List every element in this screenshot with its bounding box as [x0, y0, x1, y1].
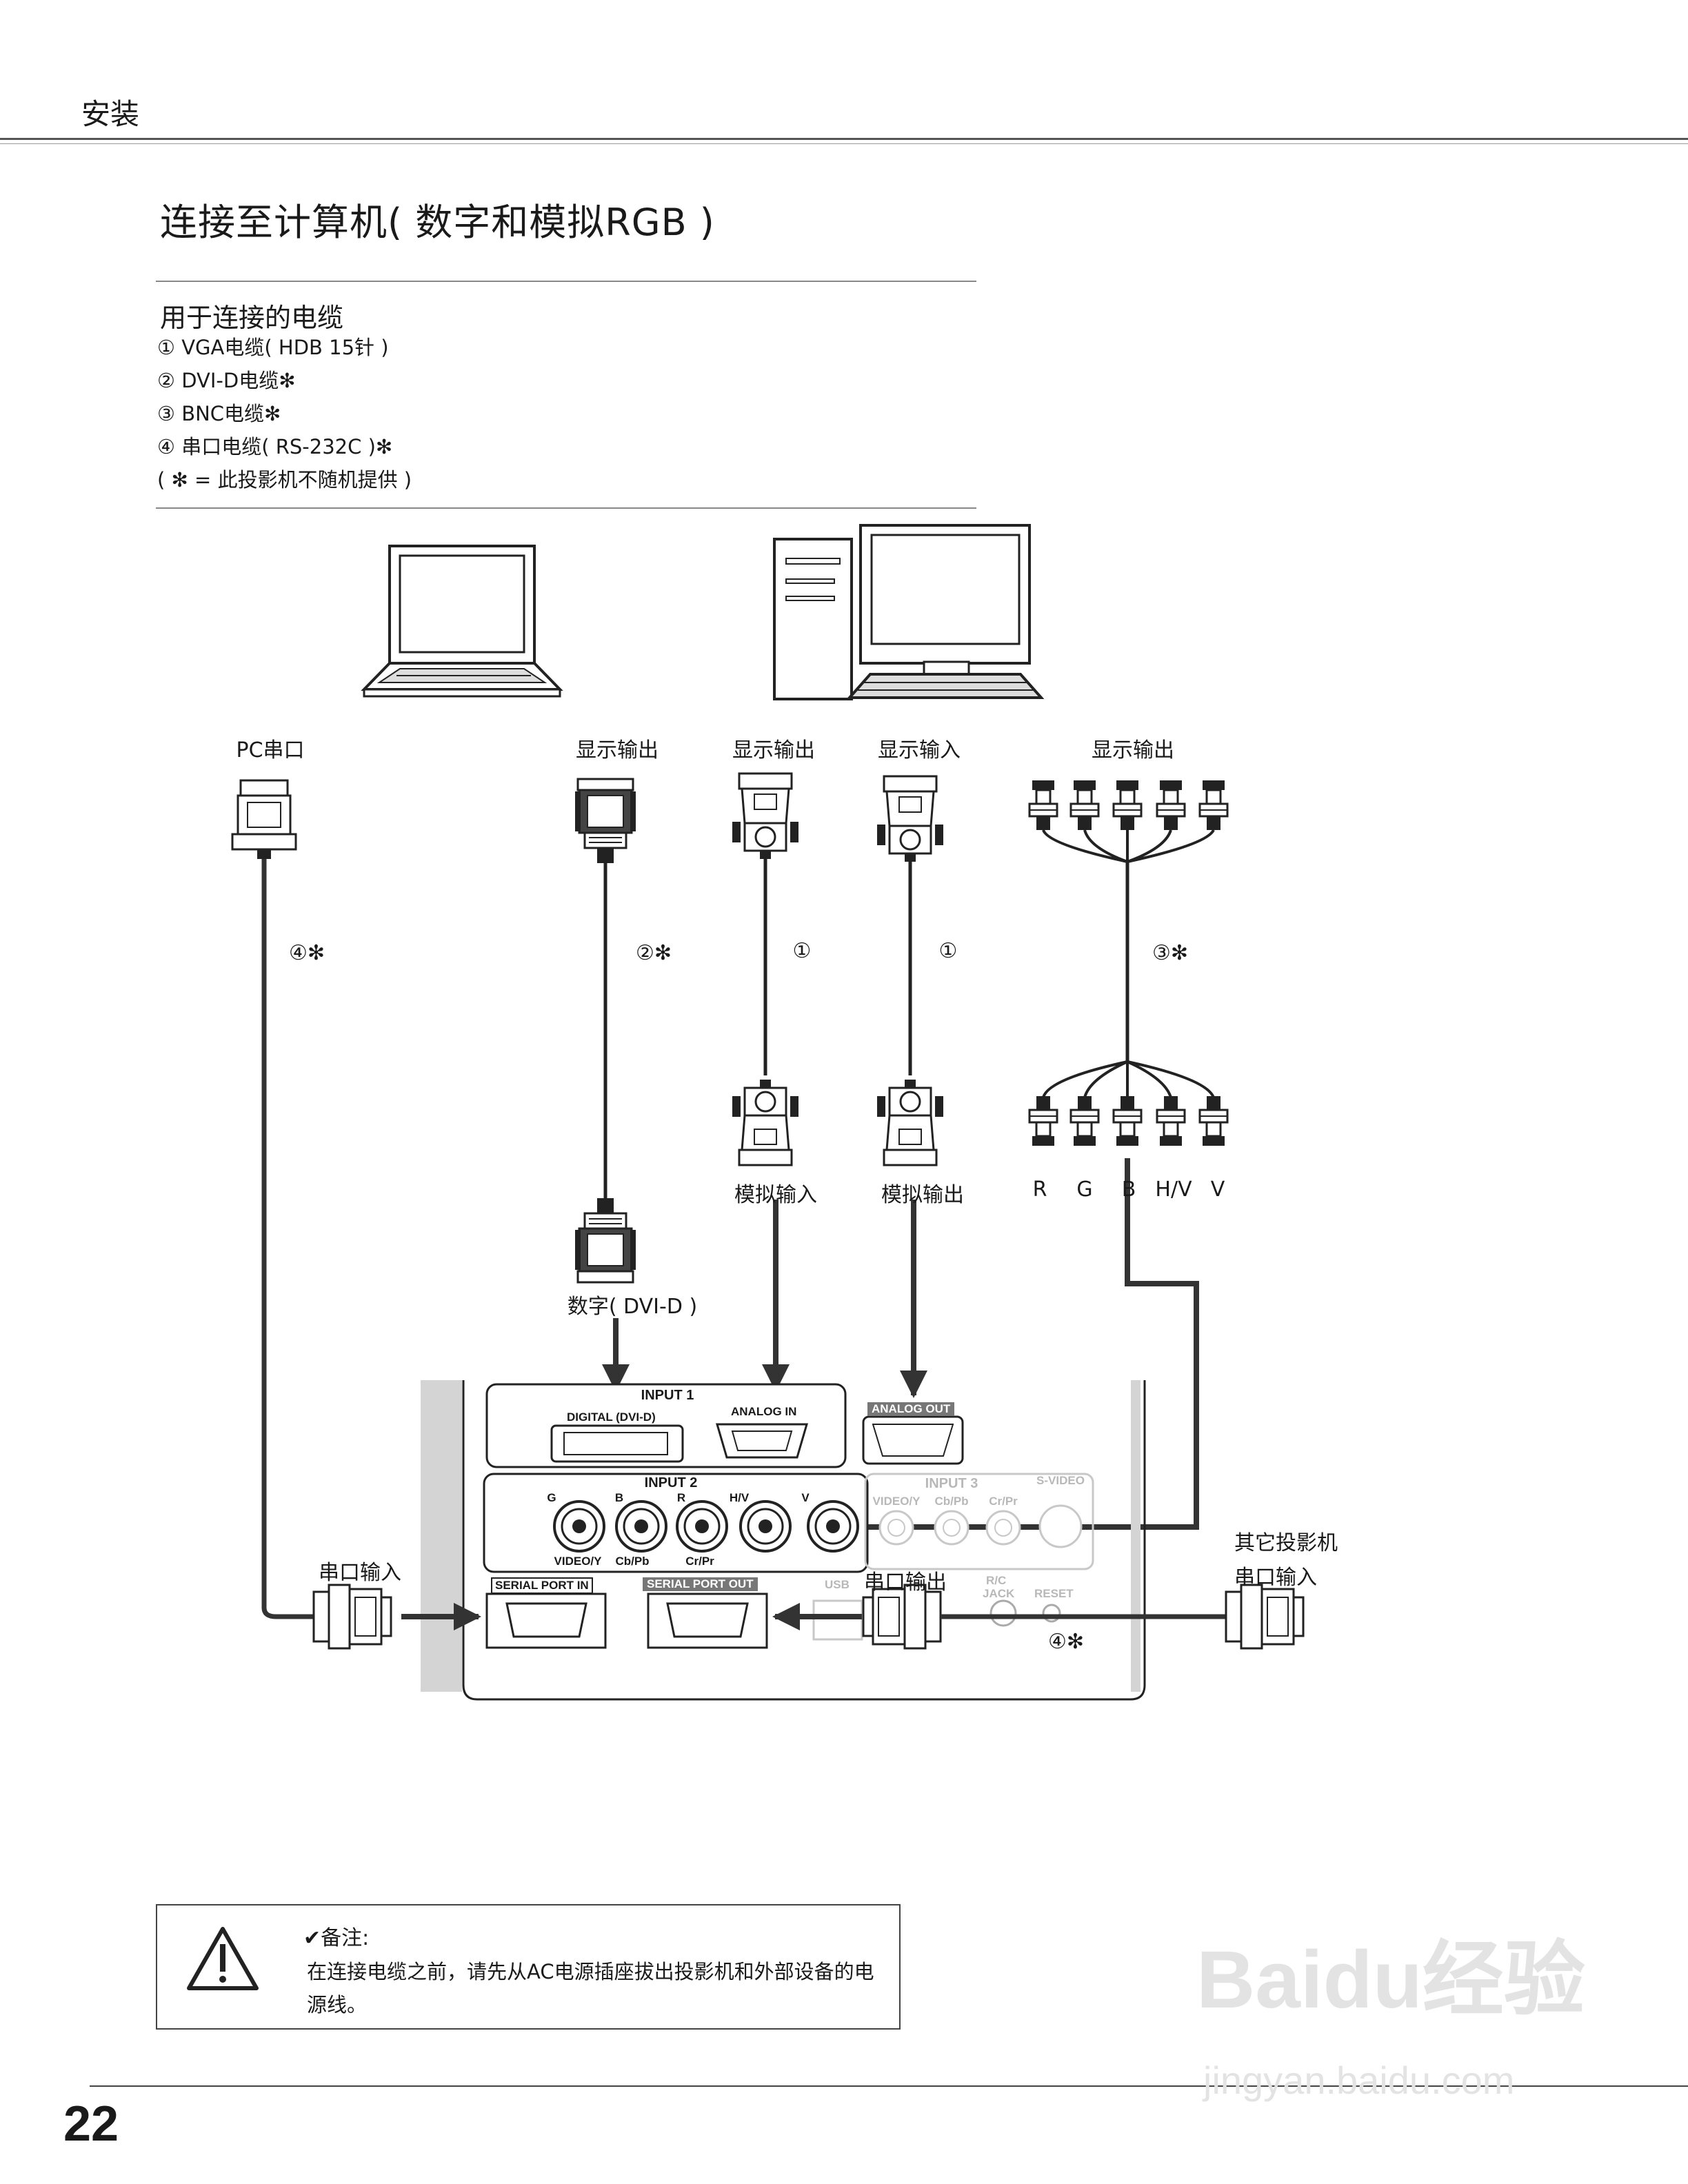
label-other-projector-serial-in: 串口输入	[1234, 1566, 1317, 1590]
other-projector-plug	[1225, 1584, 1305, 1650]
label-digital: 数字( DVI-D )	[567, 1295, 698, 1319]
label-serial-in: 串口输入	[319, 1561, 401, 1585]
serial-out-plug	[862, 1584, 942, 1650]
label-analog-out: 模拟输出	[881, 1183, 964, 1207]
panel-rc: R/C	[986, 1574, 1007, 1587]
panel-s-video: S-VIDEO	[1036, 1474, 1085, 1487]
bnc-label: R	[1032, 1177, 1047, 1202]
serial-cable	[261, 859, 324, 1619]
bnc-label: V	[1210, 1177, 1225, 1202]
panel-jack-label: G	[547, 1491, 556, 1504]
panel-analog-in: ANALOG IN	[731, 1405, 797, 1418]
vga-connector-analog-in	[731, 1078, 800, 1166]
panel-serial-out: SERIAL PORT OUT	[643, 1577, 758, 1591]
vga-connector-display-out	[731, 772, 800, 860]
panel-jack-label: Cb/Pb	[934, 1495, 969, 1508]
panel-jack-label: VIDEO/Y	[872, 1495, 921, 1508]
bnc-route	[835, 1158, 1199, 1541]
panel-jack-label: R	[676, 1491, 686, 1504]
laptop-icon	[361, 545, 563, 698]
panel-jack-label: Cr/Pr	[685, 1555, 714, 1568]
panel-input1: INPUT 1	[641, 1388, 694, 1403]
cable-note: ( ✻ = 此投影机不随机提供 )	[157, 468, 412, 492]
label-pc-serial: PC串口	[236, 738, 305, 762]
panel-analog-out: ANALOG OUT	[867, 1402, 955, 1416]
header-rule-thin	[0, 143, 1688, 144]
bnc-label: B	[1121, 1177, 1136, 1202]
vga-connector-analog-out	[876, 1078, 945, 1166]
pc-serial-connector	[231, 779, 297, 859]
serial-in-plug	[312, 1584, 392, 1650]
bnc-label: G	[1076, 1177, 1093, 1202]
panel-jack-label: Cr/Pr	[989, 1495, 1018, 1508]
panel-jack-label: H/V	[729, 1491, 750, 1504]
panel-digital-dvi: DIGITAL (DVI-D)	[567, 1410, 656, 1424]
panel-jack: JACK	[983, 1587, 1015, 1600]
panel-input2: INPUT 2	[644, 1475, 698, 1490]
cable-list-rule	[156, 507, 976, 509]
panel-reset: RESET	[1034, 1587, 1074, 1600]
label-display-in: 显示输入	[878, 738, 961, 762]
cable-list-heading: 用于连接的电缆	[160, 303, 344, 333]
cable-mark-bnc: ③✻	[1152, 941, 1189, 965]
bnc-label: H/V	[1155, 1177, 1192, 1202]
note-body: 在连接电缆之前，请先从AC电源插座拔出投影机和外部设备的电源线。	[307, 1960, 874, 2016]
dvi-connector-digital	[574, 1197, 637, 1284]
note-box	[156, 1904, 901, 2030]
panel-usb: USB	[825, 1578, 850, 1591]
label-display-out: 显示输出	[1092, 738, 1174, 762]
cable-item: ③ BNC电缆✻	[157, 402, 281, 425]
label-serial-out: 串口输出	[864, 1570, 947, 1595]
cable-mark-serial: ④✻	[288, 941, 325, 965]
vga-connector-display-in	[876, 775, 945, 863]
desktop-icon	[773, 524, 1045, 700]
label-display-out: 显示输出	[576, 738, 659, 762]
watermark-url: jingyan.baidu.com	[1203, 2059, 1515, 2102]
cable-mark-serial-out: ④✻	[1047, 1630, 1085, 1654]
cable-list: ① VGA电缆( HDB 15针 ) ② DVI-D电缆✻ ③ BNC电缆✻ ④…	[157, 331, 412, 496]
page-title: 连接至计算机( 数字和模拟RGB )	[160, 201, 715, 244]
panel-jack-label: Cb/Pb	[615, 1555, 650, 1568]
page-number: 22	[63, 2096, 119, 2152]
cable-item: ④ 串口电缆( RS-232C )✻	[157, 435, 393, 458]
section-header: 安装	[81, 97, 140, 131]
cable-item: ② DVI-D电缆✻	[157, 369, 296, 392]
projector-rear-panel	[421, 1380, 1146, 1701]
label-analog-in: 模拟输入	[734, 1183, 817, 1207]
label-display-out: 显示输出	[732, 738, 815, 762]
title-rule	[156, 281, 976, 282]
bnc-fan-top	[1028, 779, 1229, 1147]
label-other-projector: 其它投影机	[1234, 1531, 1338, 1555]
panel-input3: INPUT 3	[925, 1476, 978, 1491]
panel-serial-in: SERIAL PORT IN	[491, 1577, 593, 1594]
cable-mark-dvi: ②✻	[635, 941, 672, 965]
warning-icon	[187, 1927, 259, 1990]
panel-jack-label: VIDEO/Y	[554, 1555, 602, 1568]
watermark-brand: Baidu经验	[1196, 1934, 1585, 2025]
panel-jack-label: V	[801, 1491, 810, 1504]
dvi-connector-top	[574, 778, 637, 865]
note-title: ✔备注:	[303, 1926, 370, 1950]
cable-mark-vga: ①	[938, 939, 958, 963]
header-rule	[0, 138, 1688, 140]
cable-mark-vga: ①	[792, 939, 812, 963]
panel-jack-label: B	[614, 1491, 624, 1504]
cable-item: ① VGA电缆( HDB 15针 )	[157, 336, 389, 359]
